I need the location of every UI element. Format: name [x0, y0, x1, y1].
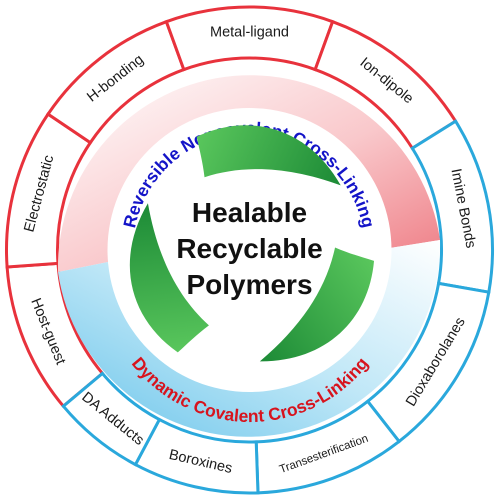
- noncovalent-band: [57, 75, 441, 273]
- center-title-line2: Recyclable: [176, 233, 322, 264]
- ring-segment: [61, 371, 162, 467]
- center-title-line3: Polymers: [186, 269, 312, 300]
- three-leaf-recycling-icon: [129, 125, 375, 362]
- center-title-line1: Healable: [192, 197, 307, 228]
- ring-segment-label: Metal-ligand: [210, 25, 289, 41]
- covalent-band: [58, 240, 441, 437]
